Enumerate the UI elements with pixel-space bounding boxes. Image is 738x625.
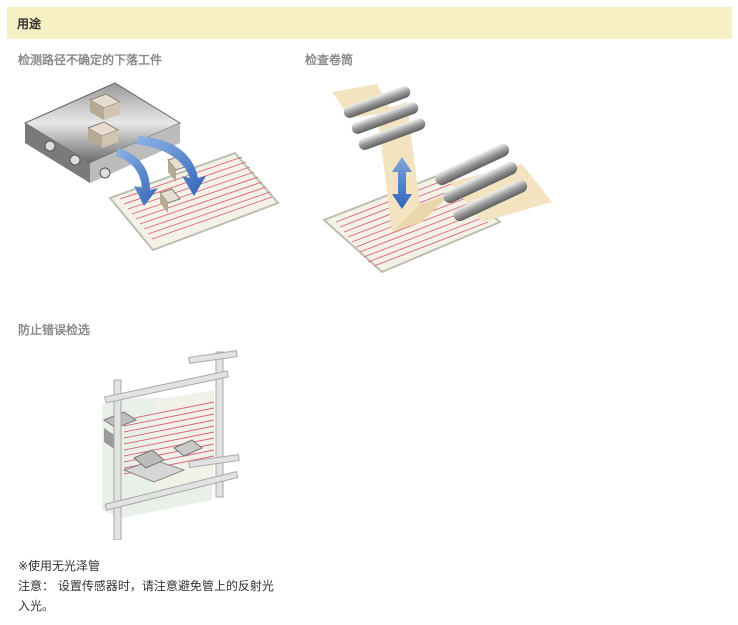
falling-workpiece-illustration: [23, 82, 280, 252]
app-title-roll-inspection: 检查卷筒: [305, 53, 354, 67]
mis-pick-prevention-illustration: [102, 350, 240, 540]
section-header: 用途: [7, 7, 732, 39]
note-matte-pipe: ※使用无光泽管: [18, 559, 101, 573]
roll-inspection-illustration: [322, 84, 552, 274]
section-title: 用途: [17, 16, 42, 31]
app-title-mis-pick-prevention: 防止错误检选: [18, 323, 91, 337]
note-caution: 注意： 设置传感器时，请注意避免管上的反射光: [18, 579, 274, 593]
note-caution-continued: 入光。: [18, 599, 55, 613]
app-title-falling-workpiece: 检测路径不确定的下落工件: [18, 53, 163, 67]
